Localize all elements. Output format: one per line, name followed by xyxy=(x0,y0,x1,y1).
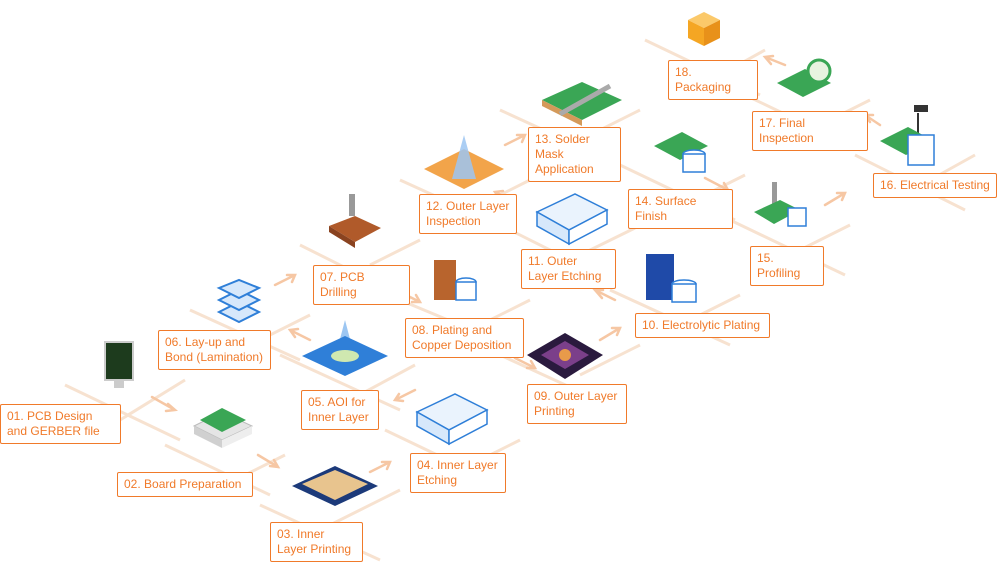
step-label-07: 07. PCB Drilling xyxy=(313,265,410,305)
monitor-icon xyxy=(104,341,134,388)
step-label-06: 06. Lay-up and Bond (Lamination) xyxy=(158,330,271,370)
step-label-01: 01. PCB Design and GERBER file xyxy=(0,404,121,444)
step-label-14: 14. Surface Finish xyxy=(628,189,733,229)
drill-icon xyxy=(329,194,381,248)
etched-board-icon xyxy=(415,393,489,446)
plating-icon xyxy=(646,254,697,303)
plating-icon xyxy=(434,260,477,301)
step-label-12: 12. Outer Layer Inspection xyxy=(419,194,517,234)
step-label-09: 09. Outer Layer Printing xyxy=(527,384,627,424)
step-label-17: 17. Final Inspection xyxy=(752,111,868,151)
step-label-16: 16. Electrical Testing xyxy=(873,173,997,198)
step-label-18: 18. Packaging xyxy=(668,60,758,100)
board-stack-icon xyxy=(192,408,254,448)
layers-icon xyxy=(216,278,262,324)
inspection-beam-icon xyxy=(424,135,504,189)
step-label-13: 13. Solder Mask Application xyxy=(528,127,621,182)
solder-mask-icon xyxy=(542,82,622,126)
printed-layer-icon xyxy=(292,466,378,506)
profiling-icon xyxy=(754,182,807,227)
inspection-beam-icon xyxy=(302,320,388,376)
step-label-03: 03. Inner Layer Printing xyxy=(270,522,363,562)
printed-layer-icon xyxy=(527,333,603,379)
step-label-10: 10. Electrolytic Plating xyxy=(635,313,770,338)
step-label-08: 08. Plating and Copper Deposition xyxy=(405,318,524,358)
step-label-04: 04. Inner Layer Etching xyxy=(410,453,506,493)
box-icon xyxy=(688,12,720,46)
step-label-02: 02. Board Preparation xyxy=(117,472,253,497)
step-label-11: 11. Outer Layer Etching xyxy=(521,249,616,289)
magnifier-icon xyxy=(777,58,832,97)
step-label-05: 05. AOI for Inner Layer xyxy=(301,390,379,430)
surface-finish-icon xyxy=(654,132,708,173)
tester-icon xyxy=(880,105,935,166)
step-label-15: 15. Profiling xyxy=(750,246,824,286)
etched-board-icon xyxy=(535,193,609,246)
